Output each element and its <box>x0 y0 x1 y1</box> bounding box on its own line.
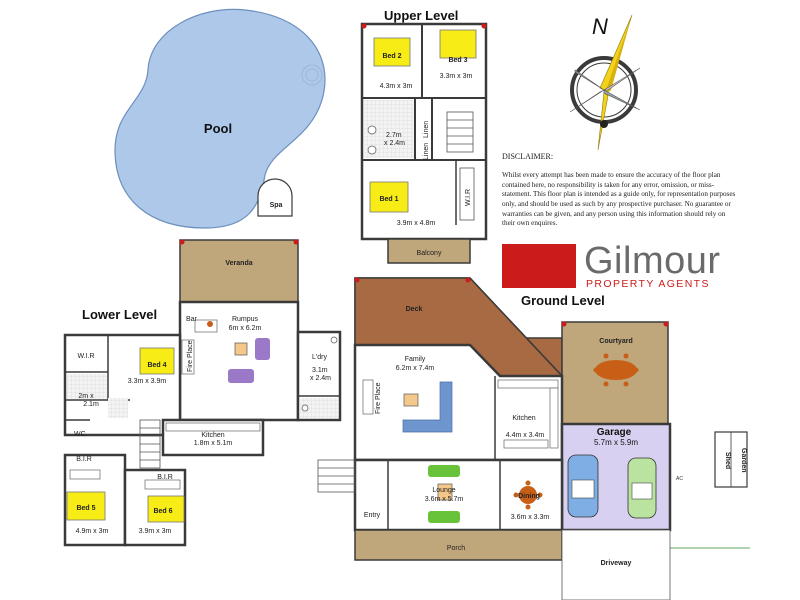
upper-bed3-size: 3.3m x 3m <box>440 73 473 80</box>
upper-linen-1: Linen <box>423 121 430 138</box>
lower-wir-label: W.I.R <box>77 353 94 360</box>
ground-kitchen-label: Kitchen <box>512 415 535 422</box>
lower-rumpus-size: 6m x 6.2m <box>229 325 262 332</box>
disclaimer-heading: DISCLAIMER: <box>502 152 554 161</box>
brand-name: Gilmour <box>584 240 721 282</box>
brand-tagline: PROPERTY AGENTS <box>586 278 710 290</box>
lower-bath-size-2: 2.1m <box>83 401 99 408</box>
upper-linen-2: Linen <box>423 143 430 160</box>
upper-bath-size-2: x 2.4m <box>384 140 405 147</box>
ground-porch-label: Porch <box>447 545 465 552</box>
lower-bed6-size: 3.9m x 3m <box>139 528 172 535</box>
lower-bir-2: B.I.R <box>157 474 173 481</box>
lower-bath-size-1: 2m x <box>78 393 94 400</box>
ground-level-plan: Deck Courtyard Family 6.2m x 7.4m Fire P… <box>317 277 750 600</box>
lower-kitchen-size: 1.8m x 5.1m <box>194 440 233 447</box>
ground-level-title: Ground Level <box>521 293 605 308</box>
spa-label: Spa <box>270 202 283 209</box>
ground-family-size: 6.2m x 7.4m <box>396 365 435 372</box>
brand-logo-icon <box>502 244 576 288</box>
brand-logo: Gilmour PROPERTY AGENTS <box>502 240 742 292</box>
disclaimer: DISCLAIMER: Whilst every attempt has bee… <box>502 152 738 229</box>
lower-veranda-label: Veranda <box>225 260 252 267</box>
ground-courtyard-label: Courtyard <box>599 338 632 345</box>
lower-bir-1: B.I.R <box>76 456 92 463</box>
lower-bed4-label: Bed 4 <box>147 362 166 369</box>
ground-deck-label: Deck <box>406 306 423 313</box>
shed-label: Shed <box>724 452 731 469</box>
lower-fireplace-label: Fire Place <box>187 340 194 372</box>
lower-level-title: Lower Level <box>82 307 158 322</box>
lower-laundry-size-2: x 2.4m <box>310 375 331 382</box>
ground-family-label: Family <box>405 356 426 363</box>
spa-shape <box>257 178 293 217</box>
upper-level-title: Upper Level <box>384 8 459 23</box>
lower-bed5-label: Bed 5 <box>76 505 95 512</box>
lower-bar-label: Bar <box>186 316 198 323</box>
lower-laundry-size-1: 3.1m <box>312 367 328 374</box>
upper-level-plan: Bed 2 4.3m x 3m Bed 3 3.3m x 3m 2.7m x 2… <box>360 22 488 264</box>
upper-balcony-label: Balcony <box>417 250 442 257</box>
lower-bed4-size: 3.3m x 3.9m <box>128 378 167 385</box>
ground-entry-label: Entry <box>364 512 381 519</box>
upper-bed3-label: Bed 3 <box>448 57 467 64</box>
upper-wir-label: W.I.R <box>465 189 472 206</box>
upper-bed2-size: 4.3m x 3m <box>380 83 413 90</box>
pool-shape <box>114 8 326 229</box>
ground-dining-size: 3.6m x 3.3m <box>511 514 550 521</box>
lower-rumpus-label: Rumpus <box>232 316 259 323</box>
upper-bath-size-1: 2.7m <box>386 132 402 139</box>
lower-wc-label: WC <box>74 431 86 438</box>
lower-laundry-label: L'dry <box>312 354 327 361</box>
ground-lounge-label: Lounge <box>432 487 455 494</box>
lower-bed6-label: Bed 6 <box>153 508 172 515</box>
pool-area: Pool Spa <box>114 8 326 229</box>
pool-label: Pool <box>204 121 232 136</box>
upper-bed1-label: Bed 1 <box>379 196 398 203</box>
ground-ac-label: AC <box>676 476 683 482</box>
lower-kitchen-label: Kitchen <box>201 432 224 439</box>
upper-bed2-label: Bed 2 <box>382 53 401 60</box>
driveway-label: Driveway <box>601 560 632 567</box>
compass-rose-icon <box>569 14 641 151</box>
ground-fireplace-label: Fire Place <box>375 382 382 414</box>
ground-lounge-size: 3.6m x 5.7m <box>425 496 464 503</box>
compass-north-label: N <box>592 14 608 39</box>
ground-dining-label: Dining <box>518 493 540 500</box>
ground-garage-size: 5.7m x 5.9m <box>594 438 638 447</box>
ground-kitchen-size: 4.4m x 3.4m <box>506 432 545 439</box>
lower-level-plan: Veranda Bar Rumpus 6m x 6.2m Fire Place … <box>63 239 342 547</box>
garden-label: Garden <box>740 448 747 473</box>
ground-garage-label: Garage <box>597 427 632 438</box>
lower-bed5-size: 4.9m x 3m <box>76 528 109 535</box>
upper-bed1-size: 3.9m x 4.8m <box>397 220 436 227</box>
disclaimer-text: Whilst every attempt has been made to en… <box>502 170 736 228</box>
